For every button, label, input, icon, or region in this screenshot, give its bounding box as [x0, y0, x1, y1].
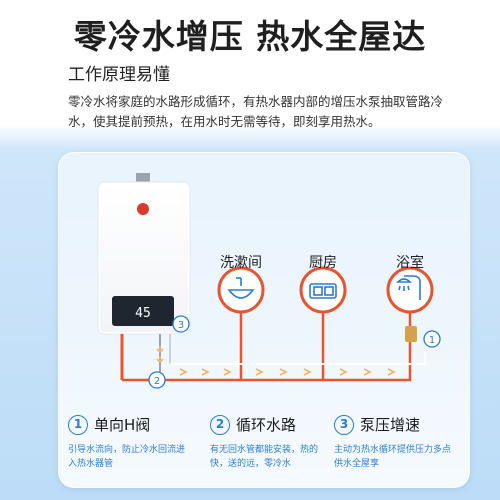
flow-arrows — [156, 346, 396, 376]
display-temperature: 45 — [135, 306, 151, 321]
room-label-bathroom: 浴室 — [396, 255, 424, 271]
feature-description: 引导水流向，防止冷水回流进入热水器管 — [68, 445, 186, 469]
kitchen-sink-icon — [309, 283, 337, 299]
feature-title: 循环水路 — [236, 416, 297, 434]
room-label-kitchen: 厨房 — [309, 255, 337, 271]
feature-number: 1 — [68, 414, 88, 435]
brand-logo — [137, 203, 149, 215]
marker-2: 2 — [148, 371, 166, 389]
room-ring-kitchen — [299, 266, 347, 314]
feature-title: 泵压增速 — [360, 416, 421, 434]
feature-description: 主动为热水循环提供压力多点供水全屋享 — [334, 445, 452, 469]
feature-number: 2 — [210, 414, 230, 435]
shower-icon — [396, 275, 421, 300]
feature-title: 单向H阀 — [94, 416, 151, 434]
svg-text:3: 3 — [178, 320, 184, 331]
intro-text: 零冷水将家庭的水路形成循环，有热水器内部的增压水泵抽取管路冷水，使其提前预热，在… — [68, 94, 444, 129]
sub-heading: 工作原理易懂 — [68, 65, 170, 85]
feature-circulation: 2 循环水路 有无回水管都能安装，热的快，送的远，零冷水 — [210, 414, 330, 471]
room-ring-washroom — [217, 266, 265, 314]
svg-text:2: 2 — [154, 376, 160, 387]
marker-3: 3 — [172, 315, 190, 333]
feature-pump: 3 泵压增速 主动为热水循环提供压力多点供水全屋享 — [334, 414, 454, 471]
feature-number: 3 — [334, 414, 354, 435]
return-pipe — [170, 340, 426, 365]
headline: 零冷水增压 热水全屋达 — [73, 17, 427, 56]
water-heater: 45 — [97, 173, 191, 380]
feature-h-valve: 1 单向H阀 引导水流向，防止冷水回流进入热水器管 — [68, 414, 188, 471]
feature-description: 有无回水管都能安装，热的快，送的远，零冷水 — [210, 445, 319, 469]
room-ring-bathroom — [386, 266, 434, 314]
room-label-washroom: 洗漱间 — [220, 255, 262, 271]
control-display — [112, 296, 174, 326]
svg-text:1: 1 — [429, 335, 435, 346]
marker-1: 1 — [423, 330, 441, 348]
washbasin-icon — [227, 277, 255, 299]
h-valve — [405, 326, 417, 342]
